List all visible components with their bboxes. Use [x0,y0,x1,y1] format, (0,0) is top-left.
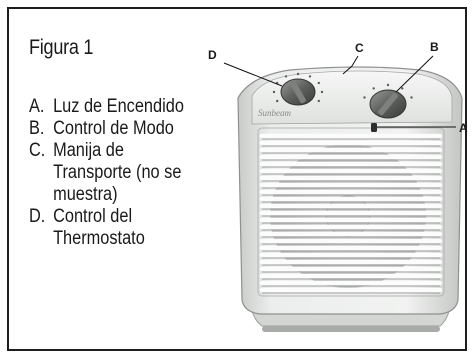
dial-dot [296,72,300,76]
callout-line-d [223,62,283,87]
brand-logo: Sunbeam [258,108,291,118]
callout-a: A [459,121,468,135]
figure-title: Figura 1 [29,36,94,59]
dial-dot [320,90,324,94]
legend-key: C. [29,140,46,161]
heater-base-foot [262,326,440,332]
dial-dot [401,87,404,90]
legend-key: A. [29,96,45,117]
legend-label: Luz de Encendido [53,96,184,117]
dial-dot [317,81,320,85]
callout-b: B [430,40,439,54]
front-grille [259,133,443,293]
dial-dot [308,75,312,78]
callout-line-b [395,55,434,93]
power-light [371,123,377,132]
callout-line-c [342,55,359,75]
dial-dot [363,96,366,99]
thermostat-knob [272,72,324,106]
dial-dot [317,99,320,103]
legend-label: Transporte (no se [53,162,182,183]
dial-dot [276,99,279,103]
legend-label-group: Control del Thermostato [53,206,145,250]
dial-dot [272,90,276,94]
parts-legend: A. Luz de Encendido B. Control de Modo C… [29,96,184,250]
legend-item-a: A. Luz de Encendido [29,96,184,118]
dial-dot [284,75,288,78]
legend-label-group: Manija de Transporte (no se muestra) [53,140,181,206]
legend-item-d: D. Control del Thermostato [29,206,184,250]
mode-knob [363,83,413,119]
dial-dot [386,83,390,87]
legend-label: Control del [53,206,133,227]
legend-key: B. [29,118,45,139]
legend-label: muestra) [53,184,118,205]
legend-item-c: C. Manija de Transporte (no se muestra) [29,140,184,206]
callout-c: C [355,41,364,55]
dial-dot [410,96,413,99]
legend-label: Control de Modo [53,118,174,139]
legend-key: D. [29,206,46,227]
legend-label: Manija de [53,140,124,161]
callout-d: D [208,48,217,62]
grille-frame [257,127,445,297]
dial-dot [372,87,375,90]
legend-item-b: B. Control de Modo [29,118,184,140]
legend-label: Thermostato [53,228,145,249]
